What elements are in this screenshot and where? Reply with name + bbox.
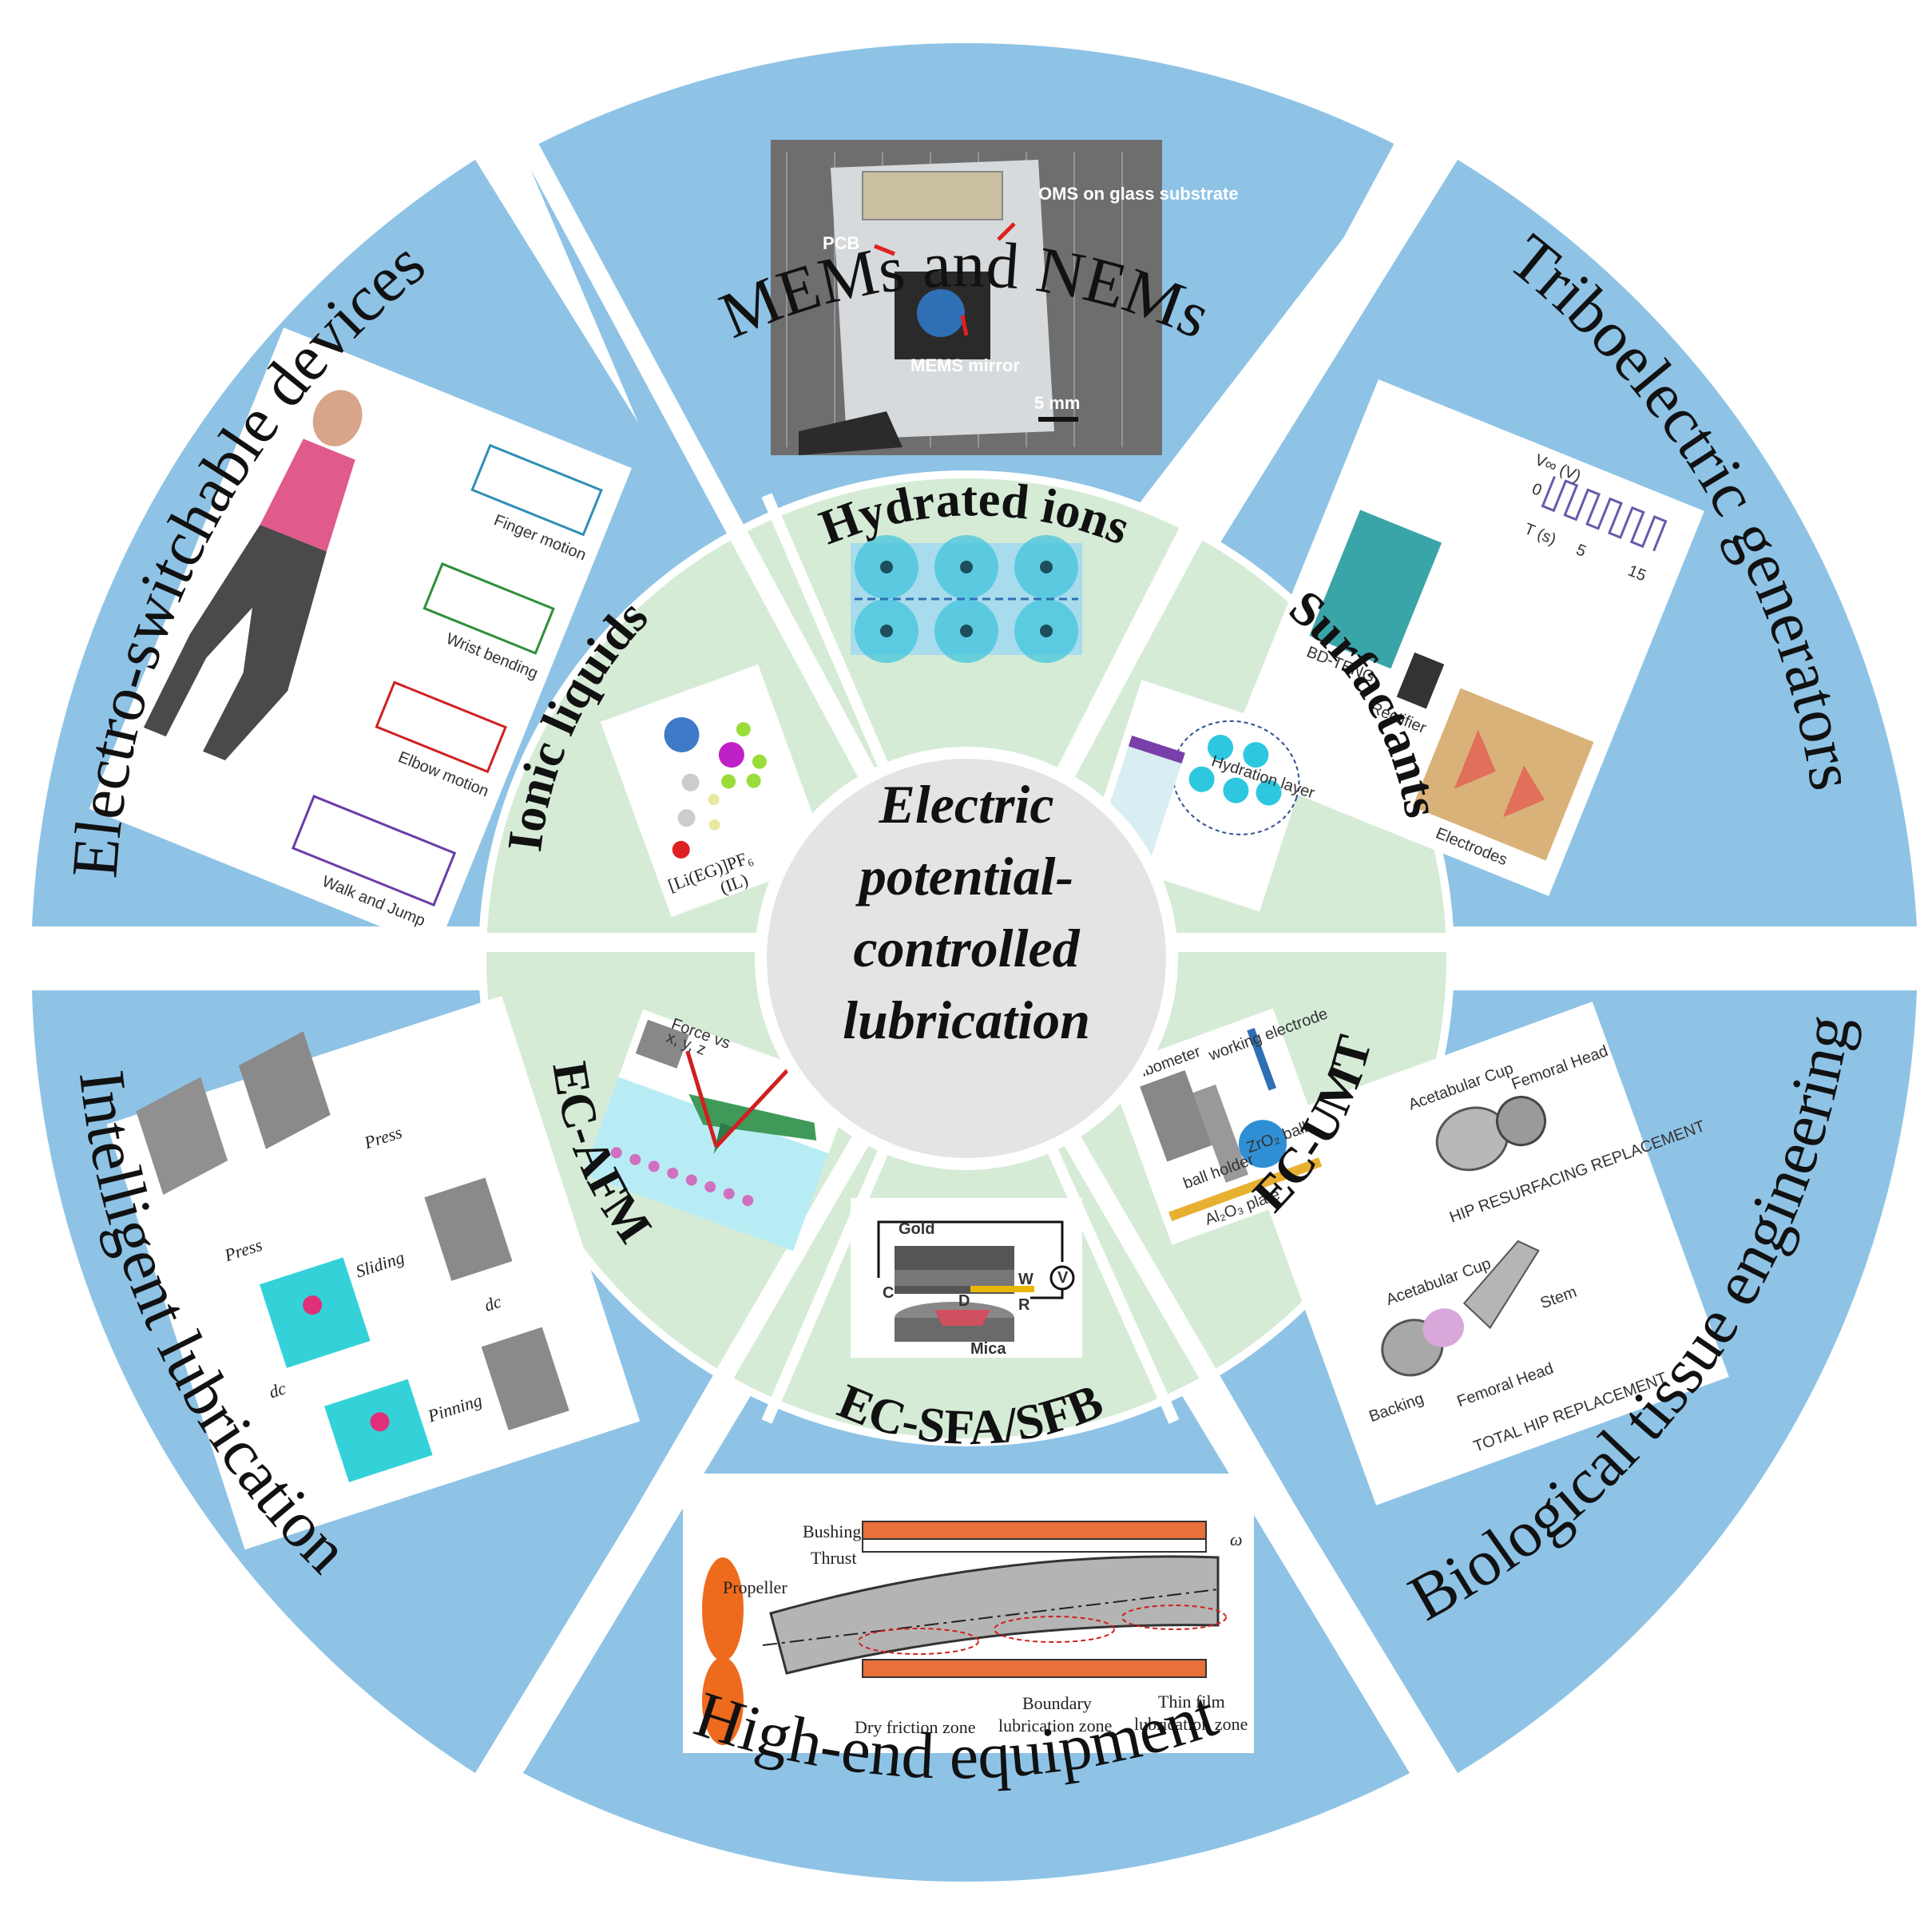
outer-sector-mems <box>523 42 1410 895</box>
panel-bio: Acetabular Cup Femoral Head HIP RESURFAC… <box>1240 1002 1729 1505</box>
sfa-w: W <box>1018 1271 1033 1288</box>
center-line-1: Electric <box>878 774 1053 835</box>
sfa-d: D <box>958 1292 970 1310</box>
highend-thrust: Thrust <box>811 1548 856 1568</box>
panel-ionic: [Li(EG)]PF₆ (IL) <box>600 664 830 918</box>
sfa-v: V <box>1057 1269 1069 1287</box>
highend-boundary1: Boundary <box>1022 1693 1092 1713</box>
panel-electro: Finger motion Wrist bending Elbow motion… <box>89 327 632 950</box>
highend-propeller: Propeller <box>723 1577 787 1597</box>
center-line-2: potential- <box>855 846 1073 906</box>
mems-oms-label: OMS on glass substrate <box>1038 184 1239 204</box>
center-line-4: lubrication <box>843 990 1090 1050</box>
panel-highend: Bushing Thrust Propeller ω Dry friction … <box>683 1474 1254 1753</box>
sfa-mica: Mica <box>970 1340 1006 1358</box>
highend-dry: Dry friction zone <box>855 1717 976 1737</box>
panel-tribo: V∞ (V) 0 T (s) 5 15 BD-TENG Rectifier El… <box>1223 379 1704 897</box>
highend-bushing: Bushing <box>803 1521 861 1541</box>
sfa-r: R <box>1018 1296 1030 1314</box>
inner-ring-edge <box>478 470 1454 1446</box>
mems-scale-label: 5 mm <box>1034 393 1080 413</box>
sfa-gold: Gold <box>899 1220 935 1238</box>
mems-mirror-label: MEMS mirror <box>910 355 1020 375</box>
highend-thin1: Thin film <box>1158 1692 1225 1712</box>
mems-pcb-label: PCB <box>823 233 859 253</box>
panel-ecafm: Force vs x, y, z <box>582 1009 854 1252</box>
sfa-c: C <box>883 1284 894 1302</box>
highend-omega: ω <box>1230 1529 1243 1549</box>
center-hub: Electric potential- controlled lubricati… <box>755 747 1178 1170</box>
panel-ecsfa: Gold W C D R V Mica <box>851 1198 1082 1358</box>
center-line-3: controlled <box>853 918 1080 978</box>
panel-mems: OMS on glass substrate PCB MEMS mirror 5… <box>771 140 1239 455</box>
highend-thin2: lubrication zone <box>1134 1714 1248 1734</box>
panel-hydrated <box>851 535 1082 663</box>
highend-boundary2: lubrication zone <box>998 1716 1112 1736</box>
panel-intelligent: Press Press Sliding dc dc Pinning <box>106 995 641 1550</box>
